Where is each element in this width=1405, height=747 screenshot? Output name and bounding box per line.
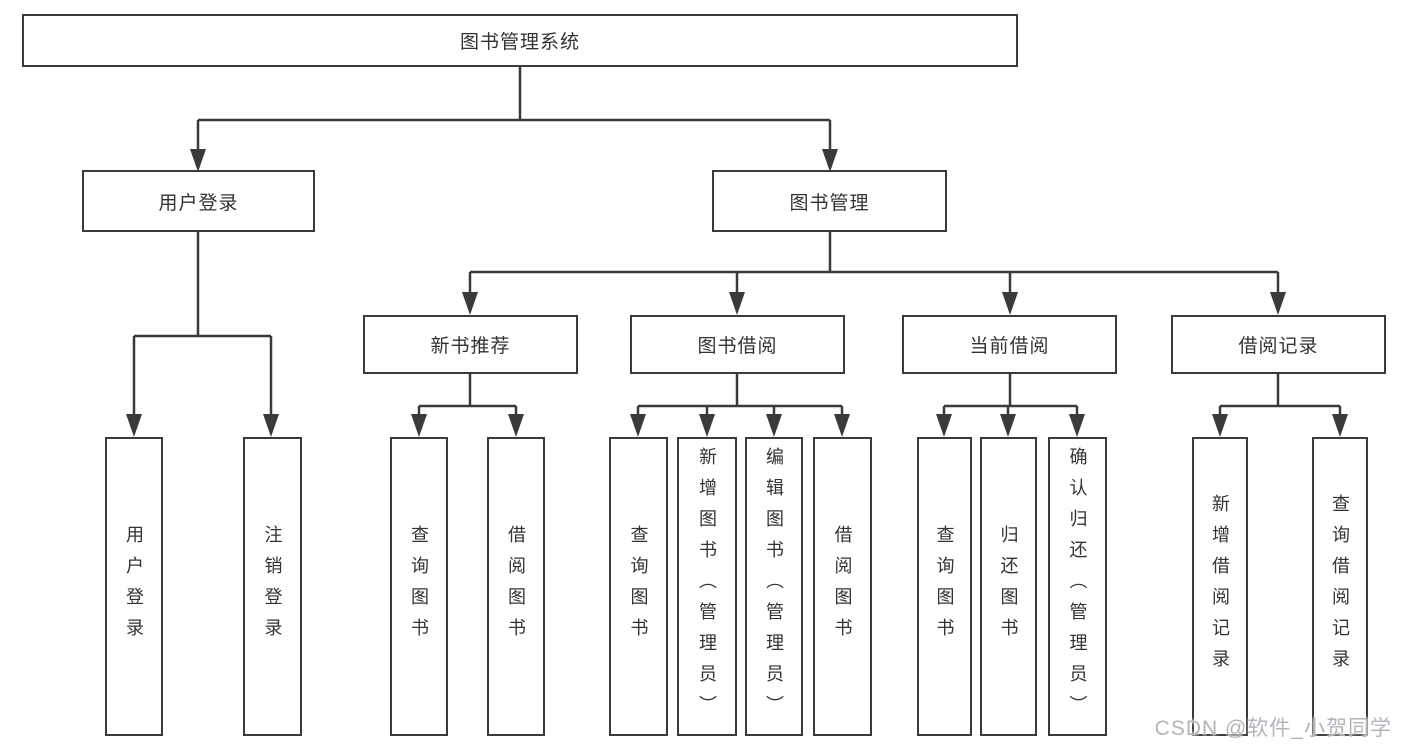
- leaf-add-borrow-record-label: 新增借阅记录: [1210, 493, 1230, 680]
- node-borrowing-records: 借阅记录: [1171, 315, 1386, 374]
- leaf-return-book: 归还图书: [980, 437, 1037, 736]
- leaf-query-books-current: 查询图书: [917, 437, 972, 736]
- leaf-confirm-return-admin: 确认归还（管理员）: [1048, 437, 1107, 736]
- leaf-query-books-current-label: 查询图书: [934, 524, 955, 649]
- node-user-login: 用户登录: [82, 170, 315, 232]
- leaf-borrow-books-recommend: 借阅图书: [487, 437, 545, 736]
- node-book-management: 图书管理: [712, 170, 947, 232]
- leaf-edit-book-admin-label: 编辑图书（管理员）: [764, 447, 784, 726]
- node-root-system: 图书管理系统: [22, 14, 1018, 67]
- csdn-watermark: CSDN @软件_小贺同学: [1154, 717, 1392, 740]
- leaf-query-books-recommend-label: 查询图书: [409, 524, 429, 649]
- leaf-logout: 注销登录: [243, 437, 302, 736]
- leaf-query-books-recommend: 查询图书: [390, 437, 448, 736]
- leaf-query-borrow-record-label: 查询借阅记录: [1330, 493, 1350, 680]
- leaf-user-login: 用户登录: [105, 437, 163, 736]
- leaf-return-book-label: 归还图书: [998, 524, 1019, 649]
- leaf-borrow-books-borrowing-label: 借阅图书: [832, 524, 853, 649]
- leaf-add-book-admin-label: 新增图书（管理员）: [697, 447, 717, 726]
- leaf-confirm-return-admin-label: 确认归还（管理员）: [1067, 447, 1088, 726]
- leaf-query-borrow-record: 查询借阅记录: [1312, 437, 1368, 736]
- node-book-borrowing: 图书借阅: [630, 315, 845, 374]
- leaf-edit-book-admin: 编辑图书（管理员）: [745, 437, 803, 736]
- leaf-logout-label: 注销登录: [262, 524, 283, 649]
- arrowheads: [126, 149, 1348, 437]
- leaf-borrow-books-recommend-label: 借阅图书: [506, 524, 526, 649]
- node-current-borrowing: 当前借阅: [902, 315, 1117, 374]
- leaf-user-login-label: 用户登录: [124, 524, 144, 649]
- leaf-add-book-admin: 新增图书（管理员）: [677, 437, 737, 736]
- leaf-query-books-borrowing: 查询图书: [609, 437, 668, 736]
- leaf-query-books-borrowing-label: 查询图书: [628, 524, 649, 649]
- leaf-borrow-books-borrowing: 借阅图书: [813, 437, 872, 736]
- node-new-book-recommend: 新书推荐: [363, 315, 578, 374]
- leaf-add-borrow-record: 新增借阅记录: [1192, 437, 1248, 736]
